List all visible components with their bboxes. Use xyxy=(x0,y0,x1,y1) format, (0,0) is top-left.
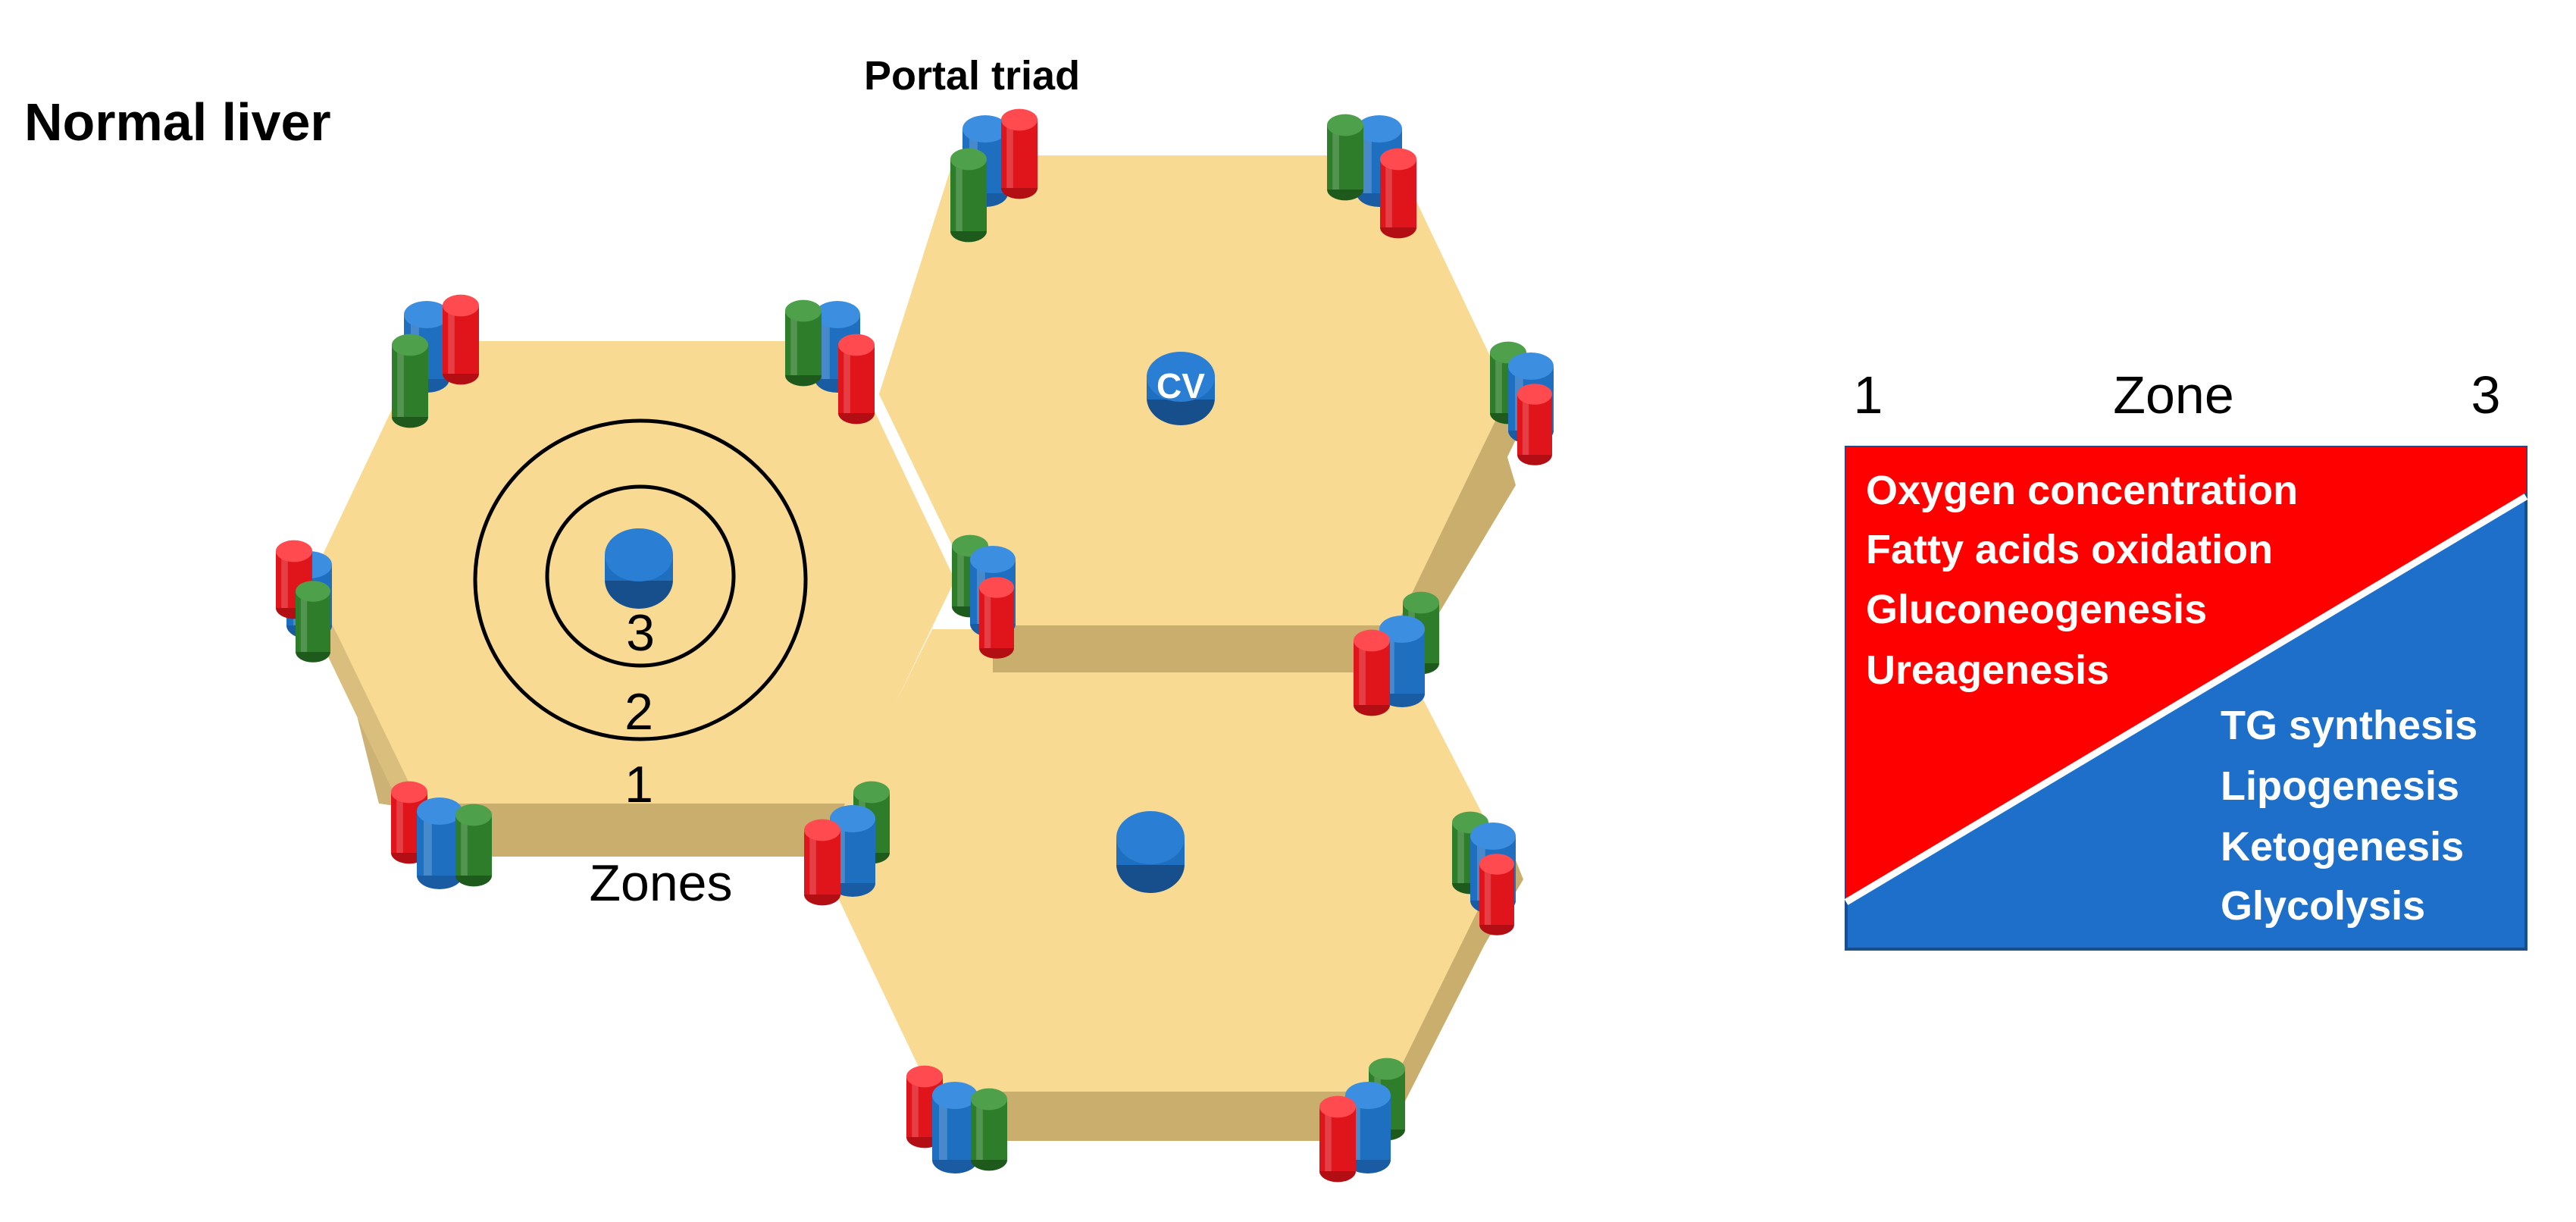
portal-triads xyxy=(276,108,1554,1183)
bile-duct-icon xyxy=(1327,114,1363,201)
zonation-divider xyxy=(1844,494,2528,905)
portal-triad-label: Portal triad xyxy=(864,53,1080,99)
hepatic-lobules xyxy=(311,155,1523,1145)
zone-number-1: 1 xyxy=(624,756,653,813)
bile-duct-icon xyxy=(296,581,330,663)
hepatic-artery-icon xyxy=(838,334,875,425)
zone1-function: Gluconeogenesis xyxy=(1866,587,2207,632)
zone1-function: Oxygen concentration xyxy=(1866,468,2298,513)
zone-rings xyxy=(473,418,808,741)
hepatic-artery-icon xyxy=(1319,1095,1356,1183)
bile-duct-icon xyxy=(785,299,822,387)
hepatic-artery-icon xyxy=(1380,148,1416,239)
zone-number-2: 2 xyxy=(624,683,653,741)
zone1-function-list: Oxygen concentration Fatty acids oxidati… xyxy=(1866,468,2298,693)
bile-duct-icon xyxy=(392,334,428,428)
central-vein-top xyxy=(1147,352,1215,402)
diagram-title: Normal liver xyxy=(24,92,331,152)
zone-ring-outer xyxy=(473,418,808,741)
hepatic-artery-icon xyxy=(443,294,479,385)
zone3-function-list: TG synthesis Lipogenesis Ketogenesis Gly… xyxy=(2221,703,2477,929)
hepatic-artery-icon xyxy=(979,577,1014,659)
zones-label: Zones xyxy=(590,854,733,912)
zonation-panel-red xyxy=(1846,447,2526,902)
zone-scale-center: Zone xyxy=(2113,365,2234,425)
bile-duct-icon xyxy=(455,804,492,887)
zone3-function: Lipogenesis xyxy=(2221,763,2459,809)
hepatic-artery-icon xyxy=(804,819,840,906)
bile-duct-icon xyxy=(971,1088,1007,1171)
zone-scale-right: 3 xyxy=(2471,365,2501,425)
central-veins: CV xyxy=(605,352,1215,893)
zone3-function: Glycolysis xyxy=(2221,883,2425,929)
zone-ring-inner xyxy=(545,484,736,668)
zone-number-3: 3 xyxy=(626,604,655,662)
bottom-lobule-edge xyxy=(940,1092,1364,1141)
hepatic-artery-icon xyxy=(1001,108,1038,199)
left-lobule-edge xyxy=(424,804,849,857)
bile-duct-icon xyxy=(950,148,987,243)
zone3-function: TG synthesis xyxy=(2221,703,2477,748)
central-vein-bottom xyxy=(1116,811,1185,864)
central-vein-left xyxy=(605,528,673,581)
zonation-panel xyxy=(1844,446,2528,951)
central-vein-label: CV xyxy=(1157,366,1205,406)
zone-scale-left: 1 xyxy=(1854,365,1883,425)
portal-vein-icon xyxy=(932,1082,978,1173)
hepatic-artery-icon xyxy=(1517,384,1552,465)
portal-vein-icon xyxy=(417,797,462,889)
zone1-function: Ureagenesis xyxy=(1866,647,2109,693)
zone3-function: Ketogenesis xyxy=(2221,824,2464,870)
hepatic-artery-icon xyxy=(1354,629,1390,716)
hepatic-artery-icon xyxy=(1479,854,1514,935)
zone1-function: Fatty acids oxidation xyxy=(1866,527,2273,572)
